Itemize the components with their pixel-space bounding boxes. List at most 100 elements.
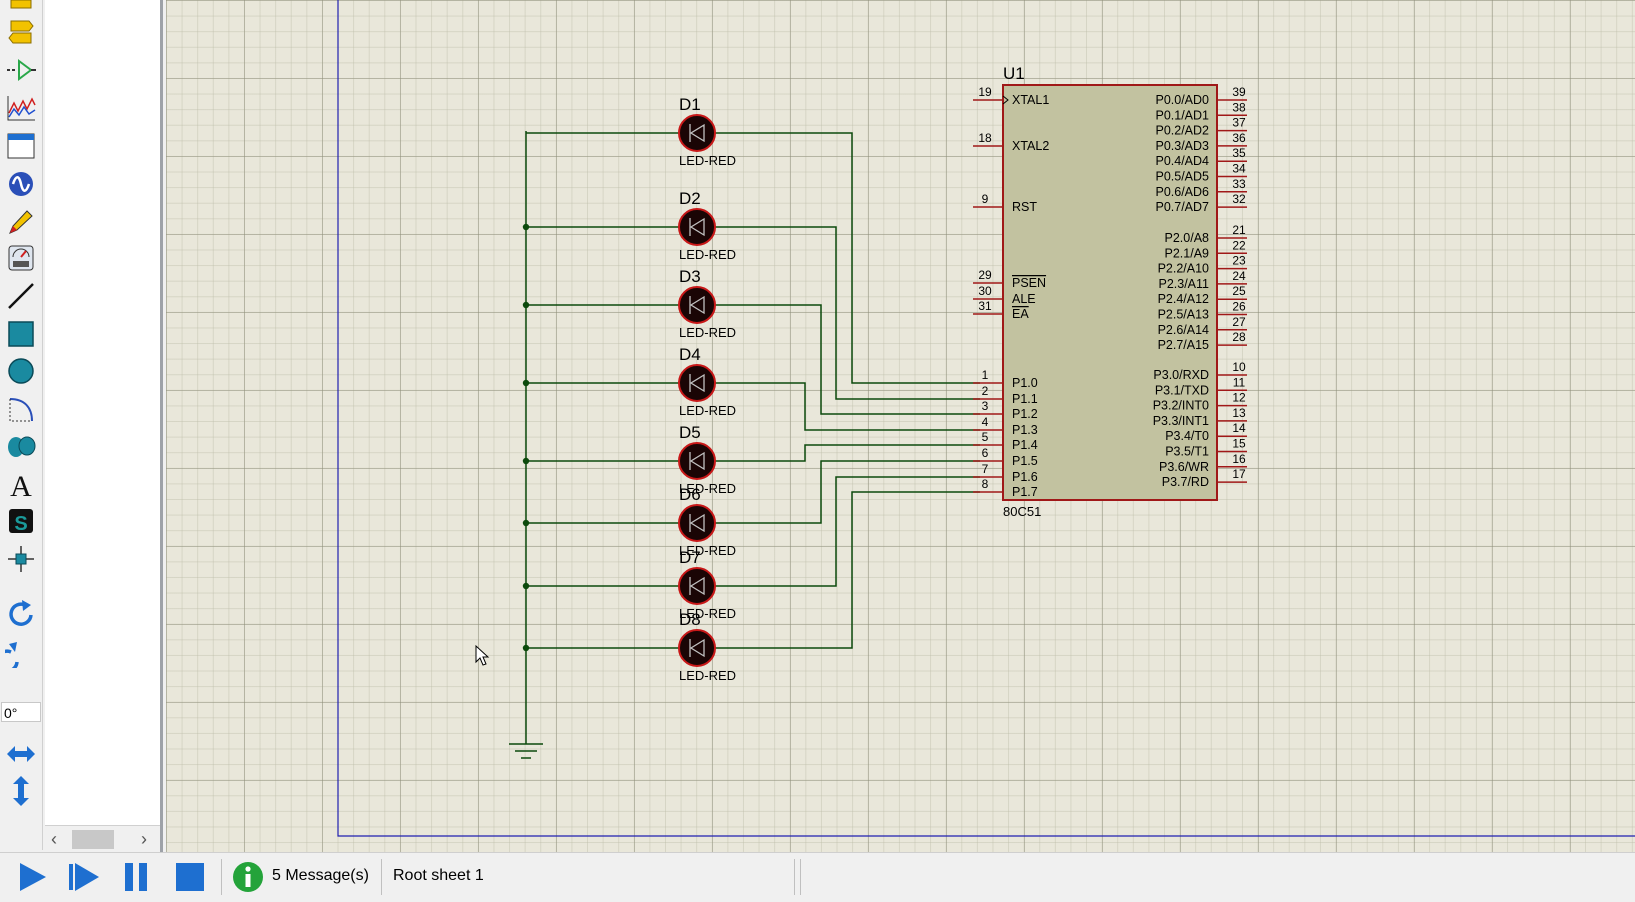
port-icon[interactable] [2,14,40,48]
rotate-ccw-icon[interactable] [2,636,40,670]
diode-symbol-icon [689,123,705,143]
pin-name: P1.0 [1012,376,1038,390]
wire[interactable] [715,132,980,384]
pin-number: 19 [978,85,992,99]
pin-name: P0.7/AD7 [1155,200,1209,214]
pin-name: EA [1012,307,1029,321]
text-icon[interactable]: A [2,467,40,501]
led-group[interactable]: D1LED-REDD2LED-REDD3LED-REDD4LED-REDD5LE… [678,95,736,683]
led-ref-label: D6 [679,485,701,504]
separator [800,859,801,895]
led-value-label: LED-RED [679,481,736,496]
mcu-component[interactable]: U180C5119XTAL118XTAL29RST29PSEN30ALE31EA… [973,64,1247,519]
pin-number: 30 [978,284,992,298]
selector-horizontal-scrollbar[interactable]: ‹ › [45,825,160,852]
rotate-cw-icon[interactable] [2,597,40,631]
led-value-label: LED-RED [679,668,736,683]
scroll-thumb[interactable] [72,830,114,849]
pin-name: P2.2/A10 [1158,262,1209,276]
pin-name: P2.0/A8 [1165,231,1210,245]
led-ref-label: D3 [679,267,701,286]
mouse-cursor-icon [475,644,490,666]
wire[interactable] [715,476,980,587]
stop-button[interactable] [172,859,208,895]
separator [221,859,222,895]
symbol-icon[interactable]: S [2,504,40,538]
generator-icon[interactable] [2,167,40,201]
box-icon[interactable] [2,317,40,351]
messages-count[interactable]: 5 Message(s) [272,867,369,884]
led-ref-label: D5 [679,423,701,442]
led-body [678,286,716,324]
pin-number: 28 [1232,330,1246,344]
tape-recorder-icon[interactable] [2,129,40,163]
rotation-angle-field[interactable]: 0° [1,702,41,722]
svg-text:A: A [10,470,32,499]
pin-name: P2.6/A14 [1158,323,1209,337]
pin-number: 39 [1232,85,1246,99]
wire[interactable] [715,444,980,462]
led-ref-label: D1 [679,95,701,114]
voltage-probe-icon[interactable] [2,204,40,238]
marker-icon[interactable] [2,542,40,576]
step-button[interactable] [66,859,102,895]
led-body [678,442,716,480]
pin-name: P1.4 [1012,438,1038,452]
ground-symbol[interactable] [509,131,543,759]
pin-name: P0.0/AD0 [1155,93,1209,107]
wire[interactable] [715,304,980,415]
led-body [678,208,716,246]
diode-symbol-icon [689,373,705,393]
pin-name: XTAL1 [1012,93,1049,107]
pin-number: 37 [1232,116,1246,130]
mirror-vertical-icon[interactable] [2,774,40,808]
play-button[interactable] [14,859,50,895]
pin-name: P3.2/INT0 [1153,399,1209,413]
schematic-drawing[interactable]: D1LED-REDD2LED-REDD3LED-REDD4LED-REDD5LE… [166,0,1635,852]
wire[interactable] [715,460,980,524]
pin-name: P2.4/A12 [1158,292,1209,306]
wire[interactable] [715,226,980,400]
object-selector-panel[interactable]: ‹ › [45,0,163,852]
pin-number: 14 [1232,421,1246,435]
device-pin-icon[interactable] [2,53,40,87]
pause-button[interactable] [118,859,154,895]
pin-name: P1.3 [1012,423,1038,437]
pin-number: 16 [1232,452,1246,466]
mirror-horizontal-icon[interactable] [2,737,40,771]
arc-icon[interactable] [2,392,40,426]
line-icon[interactable] [2,279,40,313]
diode-symbol-icon [689,513,705,533]
separator [794,859,795,895]
led-ref-label: D7 [679,548,701,567]
pin-number: 24 [1232,269,1246,283]
pin-number: 6 [982,446,989,460]
wire[interactable] [715,491,980,649]
pin-number: 25 [1232,284,1246,298]
pin-name: P3.7/RD [1162,475,1209,489]
led-ref-label: D8 [679,610,701,629]
virtual-instrument-icon[interactable] [2,241,40,275]
scroll-right-icon[interactable]: › [141,829,147,849]
graph-icon[interactable] [2,91,40,125]
pin-name: P1.7 [1012,485,1038,499]
circle-icon[interactable] [2,354,40,388]
wires[interactable] [522,132,980,652]
led-value-label: LED-RED [679,543,736,558]
mcu-ref-label: U1 [1003,64,1025,83]
scroll-left-icon[interactable]: ‹ [51,829,57,849]
terminal-icon[interactable] [2,0,40,12]
pin-name: P0.5/AD5 [1155,170,1209,184]
path-icon[interactable] [2,429,40,463]
info-icon[interactable] [230,859,266,895]
wire[interactable] [715,382,980,431]
